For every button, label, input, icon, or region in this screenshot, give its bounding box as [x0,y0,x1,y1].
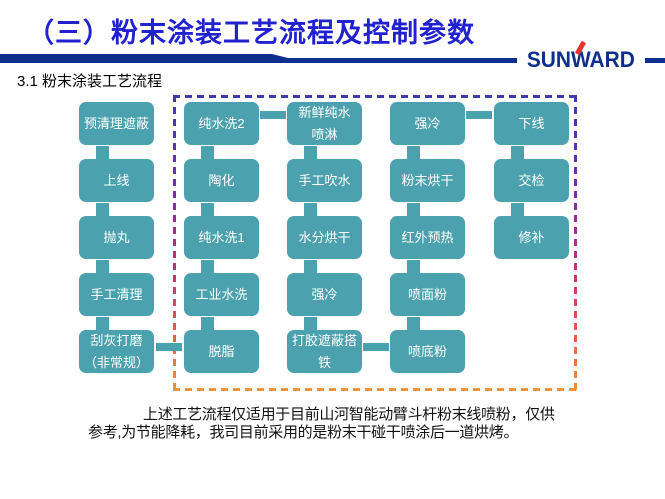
flow-step-glue-mask-ground: 打胶遮蔽搭 铁 [287,330,362,373]
connector-square [304,260,317,273]
connector-square [511,146,524,159]
flow-step-unload: 下线 [494,102,569,145]
flow-step-touch-up: 修补 [494,216,569,259]
flow-step-powder-bake: 粉末烘干 [390,159,465,202]
flow-step-industrial-wash: 工业水洗 [184,273,259,316]
flow-step-manual-clean: 手工清理 [79,273,154,316]
connector-square [511,203,524,216]
connector-square [304,203,317,216]
flow-step-moisture-dry: 水分烘干 [287,216,362,259]
connector-square [304,146,317,159]
flow-step-ceramic-coat: 陶化 [184,159,259,202]
connector-square [407,146,420,159]
frame-edge-right [574,95,577,391]
connector-square [96,203,109,216]
flow-step-degrease: 脱脂 [184,330,259,373]
connector-square [201,203,214,216]
footnote: 上述工艺流程仅适用于目前山河智能动臂斗杆粉末线喷粉，仅供 参考,为节能降耗，我司… [88,406,568,442]
process-dashed-frame [173,95,577,391]
footnote-line-2: 参考,为节能降耗，我司目前采用的是粉末干碰干喷涂后一道烘烤。 [88,424,519,441]
frame-edge-top [173,95,577,98]
connector-bar [260,111,286,119]
connector-square [407,317,420,330]
connector-square [96,260,109,273]
flow-step-fresh-water-spray: 新鲜纯水 喷淋 [287,102,362,145]
flow-step-load-on-line: 上线 [79,159,154,202]
page-title: （三）粉末涂装工艺流程及控制参数 [27,18,475,48]
connector-square [201,146,214,159]
flow-step-pure-rinse-2: 纯水洗2 [184,102,259,145]
frame-edge-bottom [173,388,577,391]
connector-square [304,317,317,330]
connector-bar [466,111,492,119]
footnote-line-1: 上述工艺流程仅适用于目前山河智能动臂斗杆粉末线喷粉，仅供 [143,406,555,423]
flow-step-spray-base-powder: 喷底粉 [390,330,465,373]
header-band-thin [272,58,665,63]
flow-step-scrape-sand: 刮灰打磨 （非常规） [79,330,154,373]
flow-step-infrared-preheat: 红外预热 [390,216,465,259]
connector-square [96,146,109,159]
connector-square [407,203,420,216]
header-band-taper [272,54,292,59]
sunward-logo: SUNWARD [517,40,645,73]
connector-square [96,317,109,330]
flow-step-force-cool-2: 强冷 [390,102,465,145]
frame-edge-left [173,95,176,391]
connector-square [201,317,214,330]
header-band-thick [0,54,272,63]
flow-step-shot-blasting: 抛丸 [79,216,154,259]
flow-step-force-cool-1: 强冷 [287,273,362,316]
connector-bar [156,343,182,351]
connector-square [407,260,420,273]
flow-step-spray-topcoat-powder: 喷面粉 [390,273,465,316]
flow-step-inspect: 交检 [494,159,569,202]
flow-step-pre-clean-mask: 预清理遮蔽 [79,102,154,145]
connector-bar [363,343,389,351]
flow-step-manual-blow-dry: 手工吹水 [287,159,362,202]
connector-square [201,260,214,273]
section-heading: 3.1 粉末涂装工艺流程 [17,73,163,90]
flow-step-pure-rinse-1: 纯水洗1 [184,216,259,259]
